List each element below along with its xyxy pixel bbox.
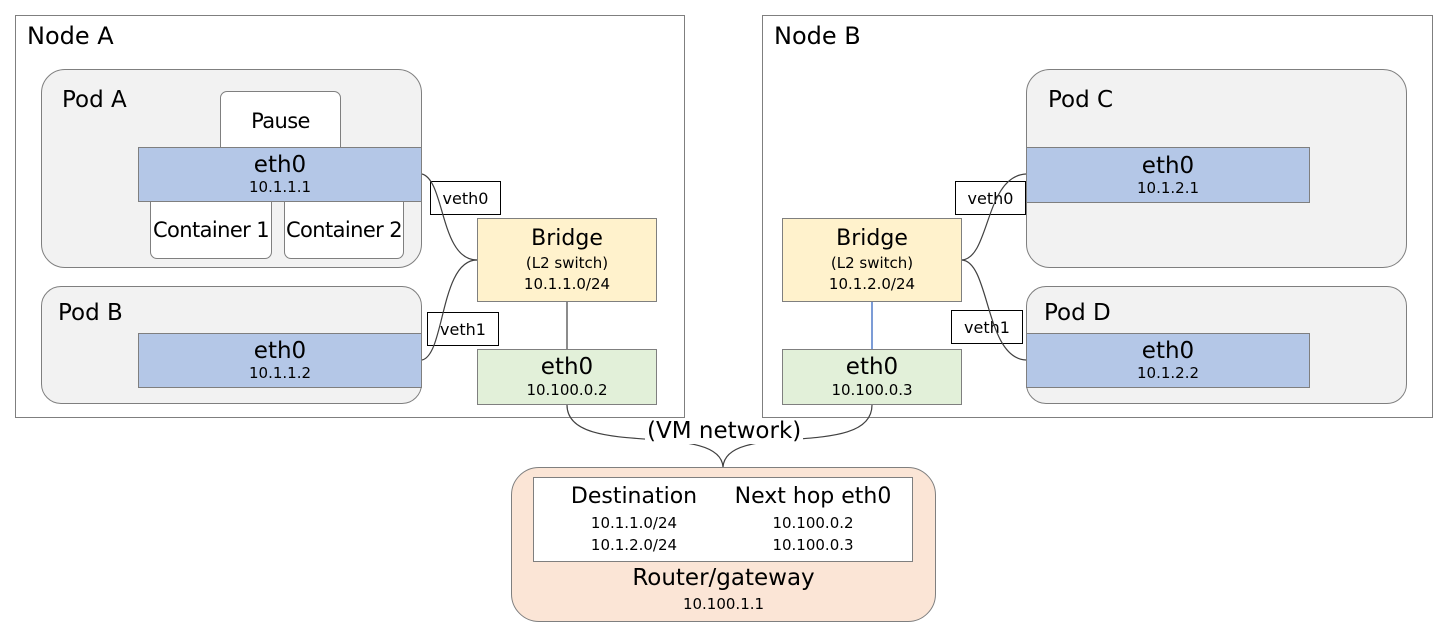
container-2: Container 2 (284, 200, 404, 259)
routing-table-destination-col: Destination 10.1.1.0/24 10.1.2.0/24 (554, 482, 714, 556)
router-ip: 10.100.1.1 (682, 595, 765, 613)
wire-bridge-b-pod-c (961, 173, 1027, 261)
node-a-veth1: veth1 (427, 312, 499, 346)
container-1: Container 1 (150, 200, 272, 259)
pod-b-eth0-name: eth0 (253, 338, 307, 364)
pod-c-eth0-name: eth0 (1141, 152, 1195, 179)
node-a-bridge-subnet: 10.1.1.0/24 (523, 275, 611, 293)
routing-table-cell: 10.100.0.2 (772, 514, 854, 532)
node-a-eth0-name: eth0 (540, 354, 594, 380)
pod-a-eth0-ip: 10.1.1.1 (248, 178, 312, 196)
pod-b-label: Pod B (58, 300, 123, 326)
routing-table: Destination 10.1.1.0/24 10.1.2.0/24 Next… (533, 477, 913, 562)
wire-pod-a-bridge (421, 173, 478, 261)
vm-network-label: (VM network) (645, 418, 804, 444)
pod-a-eth0-name: eth0 (253, 152, 307, 178)
pod-d-eth0-name: eth0 (1141, 338, 1195, 364)
node-b-eth0: eth0 10.100.0.3 (782, 349, 962, 405)
pod-b-eth0-ip: 10.1.1.2 (248, 364, 312, 382)
node-b-bridge: Bridge (L2 switch) 10.1.2.0/24 (782, 218, 962, 302)
routing-table-header-destination: Destination (570, 484, 698, 509)
pod-c-eth0: eth0 10.1.2.1 (1026, 147, 1310, 203)
node-b-label: Node B (774, 22, 861, 50)
pod-a-eth0: eth0 10.1.1.1 (138, 147, 422, 202)
node-a-label: Node A (27, 22, 114, 50)
pod-b-eth0: eth0 10.1.1.2 (138, 333, 422, 388)
routing-table-nexthop-col: Next hop eth0 10.100.0.2 10.100.0.3 (724, 482, 902, 556)
node-b-eth0-ip: 10.100.0.3 (831, 381, 913, 399)
pause-container: Pause (220, 91, 341, 151)
routing-table-header-nexthop: Next hop eth0 (734, 484, 892, 509)
wire-bridge-b-pod-d (961, 259, 1027, 361)
node-a-eth0-ip: 10.100.0.2 (526, 381, 608, 399)
wire-node-a-vm-network (566, 404, 724, 468)
node-b-eth0-name: eth0 (845, 354, 899, 380)
node-b-bridge-title: Bridge (836, 226, 908, 251)
pod-c-eth0-ip: 10.1.2.1 (1136, 178, 1200, 197)
node-a-eth0: eth0 10.100.0.2 (477, 349, 657, 405)
pod-d-eth0: eth0 10.1.2.2 (1026, 333, 1310, 388)
node-b-veth1: veth1 (951, 310, 1023, 344)
pod-d-label: Pod D (1044, 300, 1111, 326)
routing-table-cell: 10.100.0.3 (772, 536, 854, 554)
router-title: Router/gateway (632, 565, 815, 591)
node-b-bridge-subnet: 10.1.2.0/24 (828, 275, 916, 293)
node-a-bridge-title: Bridge (531, 226, 603, 251)
pod-c-label: Pod C (1048, 87, 1114, 113)
node-a-bridge: Bridge (L2 switch) 10.1.1.0/24 (477, 218, 657, 302)
pod-a-label: Pod A (62, 87, 127, 113)
node-b-bridge-subtitle: (L2 switch) (830, 254, 914, 272)
wire-pod-b-bridge (421, 259, 478, 361)
routing-table-cell: 10.1.2.0/24 (590, 536, 678, 554)
node-a-bridge-subtitle: (L2 switch) (525, 254, 609, 272)
pod-d-eth0-ip: 10.1.2.2 (1136, 364, 1200, 382)
routing-table-cell: 10.1.1.0/24 (590, 514, 678, 532)
